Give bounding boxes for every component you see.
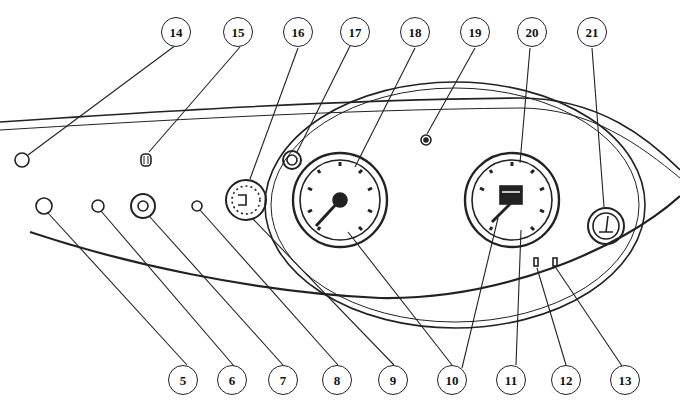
callout-number: 14 (170, 26, 183, 39)
callout-number: 7 (280, 374, 287, 387)
callout-circle: 17 (340, 17, 370, 47)
callout-number: 9 (390, 374, 397, 387)
callout-circle: 5 (168, 365, 198, 395)
callout-number: 11 (505, 374, 517, 387)
callout-number: 20 (526, 26, 539, 39)
callout-number: 13 (619, 374, 632, 387)
callout-circle: 21 (577, 17, 607, 47)
callout-circle: 18 (400, 17, 430, 47)
callout-circle: 8 (322, 365, 352, 395)
callout-number: 8 (334, 374, 341, 387)
callout-circle: 13 (610, 365, 640, 395)
callout-circle: 20 (517, 17, 547, 47)
callout-number: 12 (560, 374, 573, 387)
callout-number: 5 (180, 374, 187, 387)
callout-circle: 9 (378, 365, 408, 395)
callout-circle: 16 (283, 17, 313, 47)
callout-circle: 7 (268, 365, 298, 395)
callout-number: 21 (586, 26, 599, 39)
callout-circle: 15 (223, 17, 253, 47)
callout-number: 18 (409, 26, 422, 39)
callout-number: 17 (349, 26, 362, 39)
callout-number: 16 (292, 26, 305, 39)
callout-number: 6 (229, 374, 236, 387)
callout-circle: 19 (460, 17, 490, 47)
callout-circle: 10 (437, 365, 467, 395)
callout-number: 10 (446, 374, 459, 387)
callout-circle: 12 (551, 365, 581, 395)
callout-circle: 14 (161, 17, 191, 47)
callout-number: 15 (232, 26, 245, 39)
callout-circle: 6 (217, 365, 247, 395)
callout-circle: 11 (496, 365, 526, 395)
callout-number: 19 (469, 26, 482, 39)
